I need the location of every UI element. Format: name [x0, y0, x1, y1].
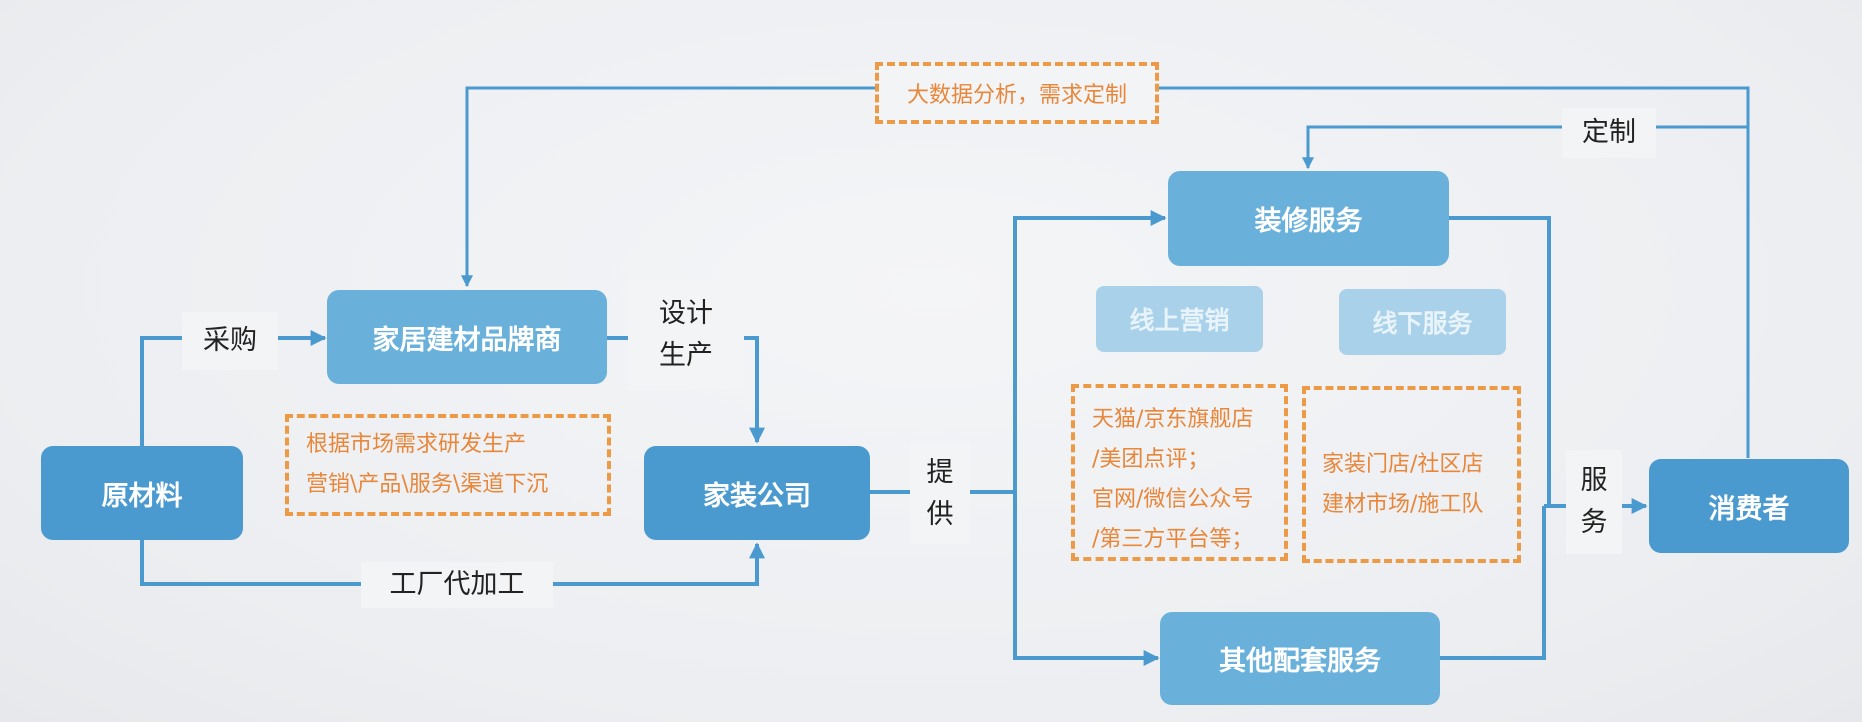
label-production: 生产	[659, 340, 713, 371]
node-consumer: 消费者	[1649, 459, 1849, 553]
label-custom: 定制	[1562, 108, 1656, 158]
label-service: 服 务	[1566, 450, 1622, 554]
note-big-data: 大数据分析，需求定制	[875, 62, 1159, 124]
note-brand: 根据市场需求研发生产 营销\产品\服务\渠道下沉	[285, 414, 611, 516]
line-other-out	[1440, 506, 1546, 660]
line-decoration-out	[1449, 216, 1551, 506]
node-decoration-service: 装修服务	[1168, 171, 1449, 266]
note-brand-line2: 营销\产品\服务\渠道下沉	[306, 472, 549, 497]
note-brand-line1: 根据市场需求研发生产	[306, 432, 527, 457]
arrow-custom	[1302, 125, 1748, 170]
note-online-line4: /第三方平台等；	[1092, 527, 1254, 552]
node-offline-service: 线下服务	[1339, 289, 1506, 355]
note-online-line2: /美团点评；	[1092, 447, 1210, 472]
label-provide: 提 供	[910, 444, 970, 544]
node-online-marketing: 线上营销	[1096, 286, 1263, 352]
arrow-to-other	[1013, 492, 1160, 666]
note-offline-line1: 家装门店/社区店	[1322, 452, 1484, 477]
note-online: 天猫/京东旗舰店 /美团点评； 官网/微信公众号 /第三方平台等；	[1071, 384, 1288, 561]
node-brand: 家居建材品牌商	[327, 290, 607, 384]
label-design-production: 设计 生产	[628, 280, 744, 390]
label-oem: 工厂代加工	[361, 562, 553, 608]
note-online-line3: 官网/微信公众号	[1092, 487, 1254, 512]
label-service-2: 务	[1580, 507, 1608, 538]
note-offline: 家装门店/社区店 建材市场/施工队	[1302, 386, 1521, 563]
node-decor-company: 家装公司	[644, 446, 870, 540]
node-raw-material: 原材料	[41, 446, 243, 540]
label-service-1: 服	[1580, 465, 1608, 497]
note-offline-line2: 建材市场/施工队	[1322, 492, 1484, 517]
node-other-service: 其他配套服务	[1160, 612, 1440, 705]
note-online-line1: 天猫/京东旗舰店	[1092, 407, 1254, 432]
note-big-data-text: 大数据分析，需求定制	[906, 83, 1127, 108]
arrow-to-decoration	[1013, 210, 1167, 492]
label-provide-1: 提	[926, 457, 954, 489]
label-provide-2: 供	[926, 499, 954, 530]
label-design: 设计	[659, 298, 713, 330]
label-purchase: 采购	[182, 312, 278, 370]
